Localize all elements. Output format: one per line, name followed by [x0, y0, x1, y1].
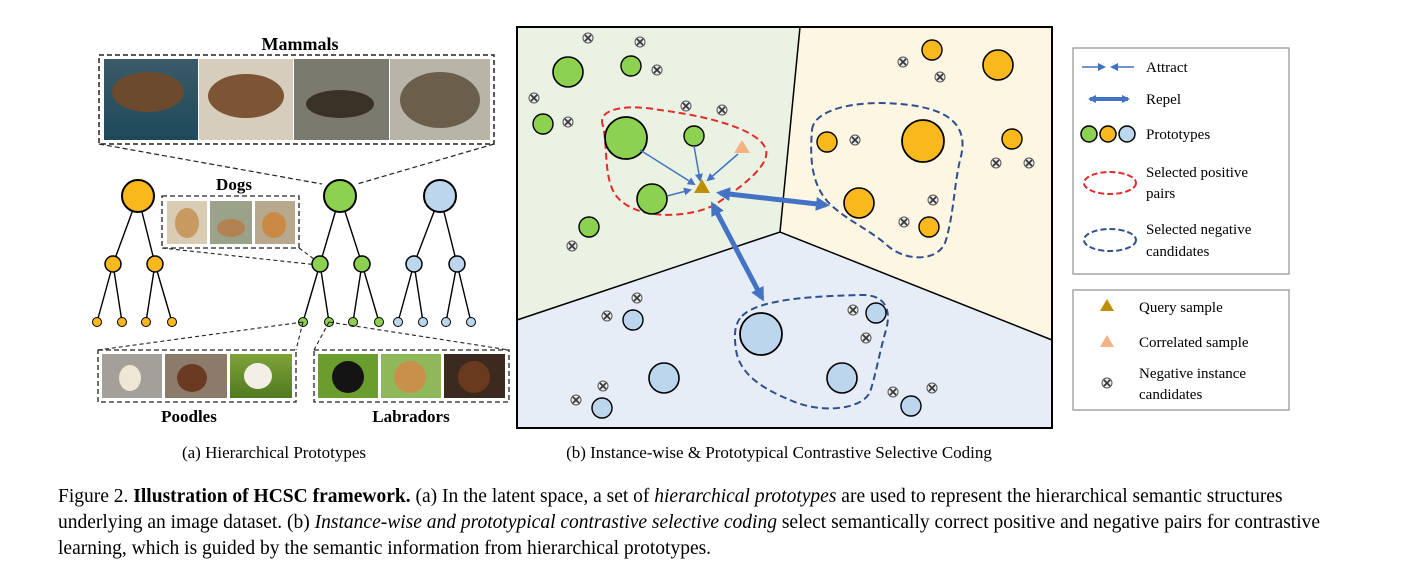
- yellow-prototype: [982, 49, 1014, 81]
- hcsc-figure: Mammals Dogs: [92, 26, 1290, 462]
- orange-leaf-prototype: [117, 317, 127, 327]
- correlated-sample: [734, 140, 750, 153]
- blue-leaf-prototype: [466, 317, 476, 327]
- subcaption-b: (b) Instance-wise & Prototypical Contras…: [566, 443, 992, 462]
- legend-positive-line2: pairs: [1146, 186, 1175, 202]
- blue-prototype: [865, 302, 887, 324]
- legend-attract-label: Attract: [1146, 60, 1188, 76]
- caption-part-a-prefix: (a) In the latent space, a set of: [415, 486, 650, 507]
- green-prototype-large: [604, 116, 648, 160]
- mammals-photos: [104, 59, 490, 140]
- legend-correlated-triangle: [1100, 335, 1114, 347]
- blue-mid-prototype: [448, 255, 466, 273]
- orange-mid-prototype: [104, 255, 122, 273]
- legend-repel-label: Repel: [1146, 92, 1181, 108]
- green-leaf-prototype: [348, 317, 358, 327]
- yellow-prototype-large: [901, 119, 945, 163]
- blue-prototype: [648, 362, 680, 394]
- yellow-prototype: [921, 39, 943, 61]
- yellow-prototype: [1001, 128, 1023, 150]
- legend-green-prototype: [1080, 125, 1098, 143]
- dogs-image-box: [161, 195, 300, 249]
- caption-part-b-rest: select semantically correct positive and…: [58, 512, 1321, 559]
- green-prototype: [620, 55, 642, 77]
- legend-query-triangle: [1100, 299, 1114, 311]
- legend-query-label: Query sample: [1139, 300, 1223, 316]
- blue-leaf-prototype: [393, 317, 403, 327]
- caption-figure-number: Figure 2.: [58, 486, 129, 507]
- yellow-prototype: [843, 187, 875, 219]
- legend-bottom: Query sample Correlated sample Negative …: [1072, 289, 1290, 411]
- figure-caption: Figure 2. Illustration of HCSC framework…: [58, 484, 1358, 562]
- selected-positive-pairs-contour: [601, 106, 768, 216]
- legend-blue-prototype: [1118, 125, 1136, 143]
- caption-part-b-emphasis: Instance-wise and prototypical contrasti…: [314, 512, 777, 533]
- caption-part-a-emphasis: hierarchical prototypes: [654, 486, 837, 507]
- green-root-prototype: [323, 179, 357, 213]
- selected-negative-candidates-yellow: [810, 102, 964, 259]
- repel-arrow-blue: [710, 201, 765, 302]
- green-mid-prototype: [353, 255, 371, 273]
- yellow-prototype: [918, 216, 940, 238]
- legend-positive-line1: Selected positive: [1146, 165, 1248, 181]
- legend-negative-line2: candidates: [1146, 244, 1209, 260]
- legend-negative-instance-mark: [1101, 377, 1113, 389]
- attract-arrows: [639, 145, 739, 197]
- green-prototype: [636, 183, 668, 215]
- poodles-label: Poodles: [161, 407, 217, 426]
- caption-part-a-rest: are used to represent the hierarchical s…: [58, 486, 1283, 533]
- panel-a-hierarchical-prototypes: Mammals Dogs: [92, 34, 510, 462]
- mammals-label: Mammals: [262, 34, 339, 54]
- orange-leaf-prototype: [92, 317, 102, 327]
- blue-prototype: [826, 362, 858, 394]
- dogs-label: Dogs: [216, 175, 252, 194]
- blue-mid-prototype: [405, 255, 423, 273]
- green-prototype: [552, 56, 584, 88]
- labradors-image-box: [313, 349, 510, 403]
- blue-leaf-prototype: [418, 317, 428, 327]
- orange-leaf-prototype: [167, 317, 177, 327]
- legend-neg-instance-line2: candidates: [1139, 387, 1202, 403]
- selected-negative-candidates-blue: [733, 293, 889, 410]
- blue-prototype-large: [739, 312, 783, 356]
- repel-arrow-yellow: [716, 187, 830, 211]
- green-prototype: [683, 125, 705, 147]
- legend-orange-prototype: [1099, 125, 1117, 143]
- yellow-prototype: [816, 131, 838, 153]
- green-prototype: [578, 216, 600, 238]
- blue-leaf-prototype: [441, 317, 451, 327]
- subcaption-a: (a) Hierarchical Prototypes: [182, 443, 366, 462]
- query-sample: [694, 179, 710, 193]
- mammals-image-box: [98, 54, 495, 145]
- blue-root-prototype: [423, 179, 457, 213]
- panel-b-latent-space: (b) Instance-wise & Prototypical Contras…: [516, 26, 1053, 462]
- legend-positive-ellipse: [1083, 171, 1137, 195]
- legend-negative-line1: Selected negative: [1146, 222, 1252, 238]
- blue-prototype: [591, 397, 613, 419]
- legend-prototypes-label: Prototypes: [1146, 127, 1210, 143]
- green-leaf-prototype: [374, 317, 384, 327]
- caption-title: Illustration of HCSC framework.: [133, 486, 411, 507]
- legend-negative-ellipse: [1083, 228, 1137, 252]
- legend-neg-instance-line1: Negative instance: [1139, 366, 1246, 382]
- legend-correlated-label: Correlated sample: [1139, 335, 1249, 351]
- orange-leaf-prototype: [141, 317, 151, 327]
- poodles-image-box: [97, 349, 297, 403]
- green-prototype: [532, 113, 554, 135]
- orange-mid-prototype: [146, 255, 164, 273]
- orange-root-prototype: [121, 179, 155, 213]
- blue-prototype: [900, 395, 922, 417]
- blue-prototype: [622, 309, 644, 331]
- legend-top: Attract Repel Prototypes Selected positi…: [1072, 47, 1290, 275]
- labradors-label: Labradors: [372, 407, 450, 426]
- green-mid-prototype-dogs: [311, 255, 329, 273]
- latent-space-frame: [516, 26, 1053, 429]
